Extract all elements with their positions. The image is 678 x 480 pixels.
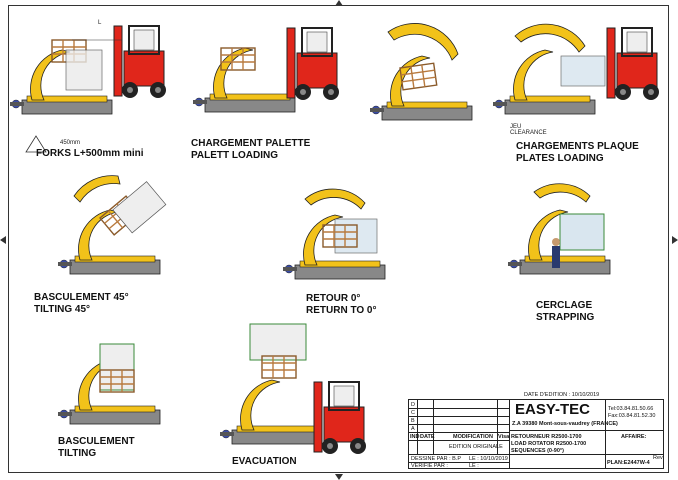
- scene-tilting: [57, 343, 161, 425]
- checked-date: LE :: [469, 463, 479, 469]
- scene-evacuation: [219, 323, 367, 455]
- affaire-label: AFFAIRE:: [621, 434, 647, 440]
- label-tilt-en: TILTING: [58, 448, 97, 459]
- label-jeu: JEU: [510, 124, 522, 130]
- company-name: EASY-TEC: [515, 401, 591, 418]
- label-return-en: RETURN TO 0°: [306, 305, 377, 316]
- title-block: D C B A IND DATE MODIFICATION Visa EDITI…: [408, 399, 664, 469]
- rev-row-d: D: [411, 402, 415, 408]
- label-plates-en: PLATES LOADING: [516, 153, 604, 164]
- label-palett-en: PALETT LOADING: [191, 150, 279, 161]
- label-palett-fr: CHARGEMENT PALETTE: [191, 138, 311, 149]
- scene-forks: [9, 25, 167, 153]
- col-visa: Visa: [498, 434, 510, 440]
- label-dim-l: L: [98, 20, 102, 26]
- rev-row-a: A: [411, 426, 415, 432]
- scene-plates-loading: [492, 23, 660, 115]
- company-address: Z.A 39380 Mont-sous-vaudrey (FRANCE): [512, 421, 618, 427]
- company-fax: Fax:03.84.81.52.30: [608, 413, 656, 419]
- desc-line-2: LOAD ROTATOR R2500-1700: [511, 441, 587, 447]
- label-evacuation: EVACUATION: [232, 456, 297, 467]
- label-strap-en: STRAPPING: [536, 312, 595, 323]
- drawn-date: LE : 10/10/2019: [469, 456, 508, 462]
- col-date: DATE: [420, 434, 435, 440]
- label-clearance: CLEARANCE: [510, 130, 547, 136]
- scene-return-0: [282, 188, 386, 280]
- col-modification: MODIFICATION: [453, 434, 493, 440]
- rev-label: Rev: [653, 455, 663, 461]
- label-dim-450: 450mm: [60, 140, 81, 146]
- edition-originale: EDITION ORIGINALE: [449, 444, 503, 450]
- company-tel: Tel:03.84.81.50.66: [608, 406, 654, 412]
- label-forks: FORKS L+500mm mini: [36, 148, 144, 159]
- scene-palett-loading: [192, 27, 340, 113]
- drawn-by: DESSINE PAR : B.P: [411, 456, 462, 462]
- label-tilt45-fr: BASCULEMENT 45°: [34, 292, 129, 303]
- rev-row-b: B: [411, 418, 415, 424]
- checked-by: VERIFIE PAR :: [411, 463, 448, 469]
- label-strap-fr: CERCLAGE: [536, 300, 593, 311]
- desc-line-3: SEQUENCES (0-90°): [511, 448, 564, 454]
- label-return-fr: RETOUR 0°: [306, 293, 361, 304]
- desc-line-1: RETOURNEUR R2500-1700: [511, 434, 582, 440]
- label-plates-fr: CHARGEMENTS PLAQUE: [516, 141, 639, 152]
- plan-number: PLAN:E2447W-4: [607, 460, 650, 466]
- label-tilt45-en: TILTING 45°: [34, 304, 91, 315]
- col-ind: IND: [410, 434, 420, 440]
- edition-date: DATE D'EDITION : 10/10/2019: [524, 392, 600, 398]
- scene-tilting-45: [57, 175, 167, 275]
- scene-loaded: [369, 23, 473, 121]
- rev-row-c: C: [411, 410, 415, 416]
- label-tilt-fr: BASCULEMENT: [58, 436, 135, 447]
- scene-strapping: [507, 183, 611, 275]
